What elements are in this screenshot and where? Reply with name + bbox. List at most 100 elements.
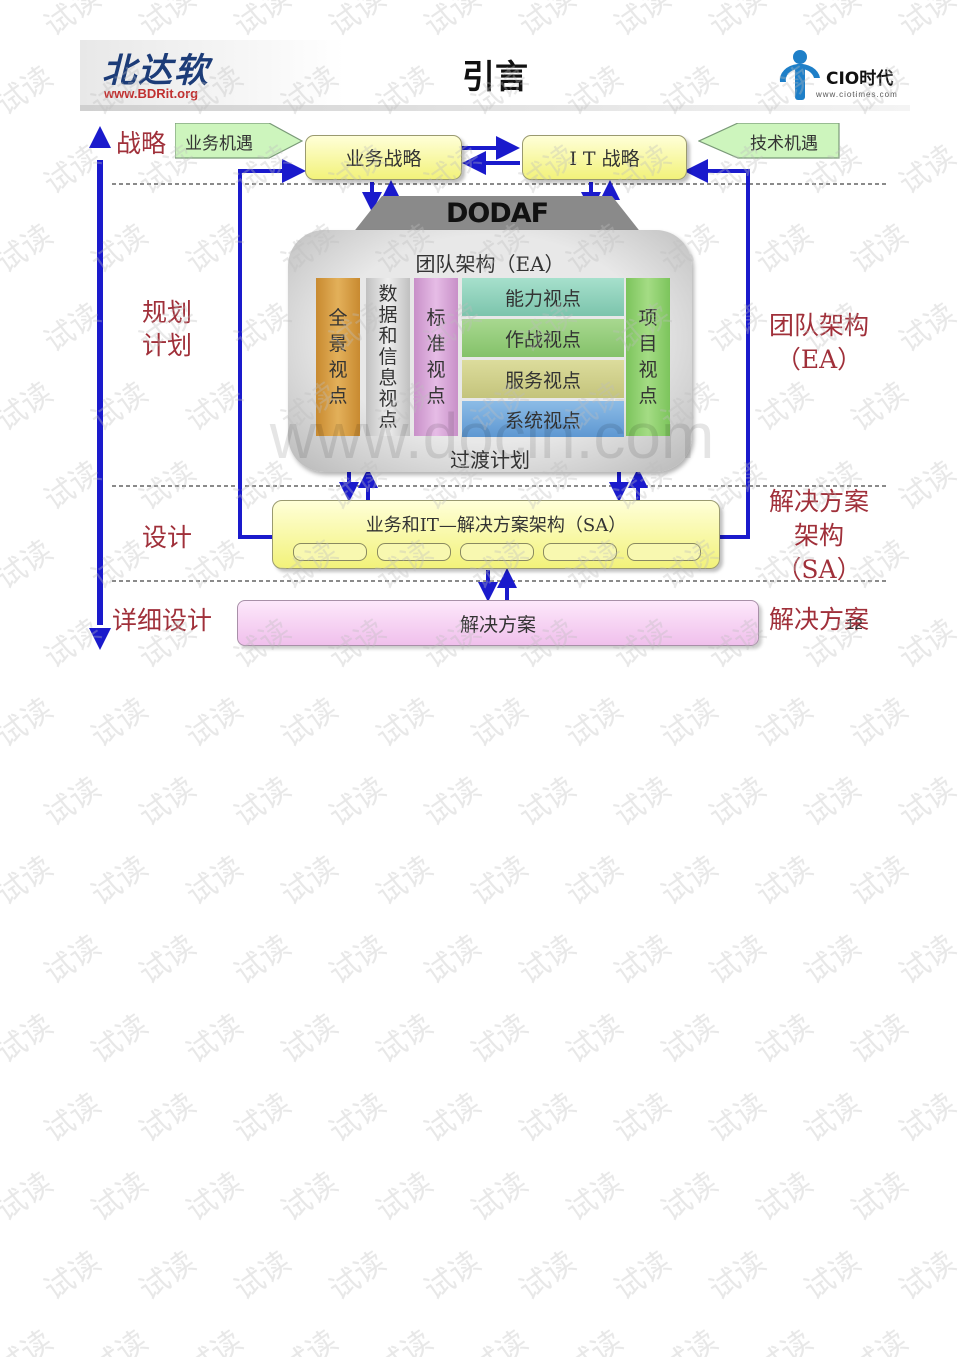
watermark-tile: 试读 <box>418 1087 487 1150</box>
watermark-tile: 试读 <box>608 1087 677 1150</box>
business-opportunity-label: 业务机遇 <box>185 134 253 154</box>
watermark-tile: 试读 <box>750 1166 819 1229</box>
solution-box-label: 解决方案 <box>459 613 536 636</box>
watermark-tile: 试读 <box>560 850 629 913</box>
watermark-tile: 试读 <box>370 692 439 755</box>
watermark-tile: 试读 <box>513 1087 582 1150</box>
logo-left-text: 北达软 <box>102 51 210 91</box>
watermark-tile: 试读 <box>180 850 249 913</box>
watermark-tile: 试读 <box>465 692 534 755</box>
capability-viewpoint: 能力视点 <box>462 278 624 316</box>
watermark-tile: 试读 <box>85 850 154 913</box>
header-logo-right: CIO时代 www.ciotimes.com <box>770 48 910 108</box>
project-viewpoint-label: 项 目 视 点 <box>638 307 658 407</box>
watermark-tile: 试读 <box>560 1324 629 1357</box>
dodaf-banner: DODAF <box>352 196 642 234</box>
watermark-tile: 试读 <box>370 850 439 913</box>
solution-architecture-title: 业务和IT—解决方案架构（SA） <box>365 515 627 536</box>
watermark-tile: 试读 <box>323 1087 392 1150</box>
solution-box: 解决方案 <box>237 600 759 646</box>
watermark-tile: 试读 <box>418 1245 487 1308</box>
standard-viewpoint-label: 标 准 视 点 <box>426 307 446 407</box>
overview-viewpoint-label: 全 景 视 点 <box>328 307 348 407</box>
watermark-tile: 试读 <box>655 1166 724 1229</box>
watermark-tile: 试读 <box>655 1008 724 1071</box>
sa-slot <box>293 543 367 561</box>
ea-title: 团队架构（EA） <box>415 252 565 276</box>
sa-slot <box>377 543 451 561</box>
capability-viewpoint-label: 能力视点 <box>504 287 581 310</box>
watermark-tile: 试读 <box>845 1166 914 1229</box>
watermark-tile: 试读 <box>798 771 867 834</box>
watermark-tile: 试读 <box>655 1324 724 1357</box>
watermark-tile: 试读 <box>323 771 392 834</box>
watermark-tile: 试读 <box>608 771 677 834</box>
right-label-solution: 解决方案 <box>768 605 869 634</box>
business-strategy-label: 业务战略 <box>345 148 422 170</box>
sa-slot <box>627 543 701 561</box>
data-information-viewpoint-label: 数 据 和 信 息 视 点 <box>378 282 398 431</box>
watermark-tile: 试读 <box>703 771 772 834</box>
logo-right-brand: CIO时代 <box>826 69 894 89</box>
watermark-tile: 试读 <box>133 929 202 992</box>
watermark-tile: 试读 <box>513 1245 582 1308</box>
page-number: 12 <box>846 616 863 633</box>
watermark-tile: 试读 <box>560 1166 629 1229</box>
watermark-tile: 试读 <box>275 1166 344 1229</box>
watermark-tile: 试读 <box>228 771 297 834</box>
logo-right-url: www.ciotimes.com <box>816 90 898 99</box>
sa-slot <box>543 543 617 561</box>
watermark-tile: 试读 <box>845 1324 914 1357</box>
watermark-tile: 试读 <box>703 1245 772 1308</box>
watermark-tile: 试读 <box>323 1245 392 1308</box>
business-strategy-box: 业务战略 <box>305 135 462 180</box>
watermark-tile: 试读 <box>655 850 724 913</box>
lane-label-planning: 规划 计划 <box>142 298 193 360</box>
watermark-tile: 试读 <box>38 929 107 992</box>
services-viewpoint: 服务视点 <box>462 360 624 398</box>
watermark-tile: 试读 <box>228 1087 297 1150</box>
watermark-tile: 试读 <box>893 929 960 992</box>
services-viewpoint-label: 服务视点 <box>504 369 581 392</box>
watermark-tile: 试读 <box>38 1087 107 1150</box>
transition-plan: 过渡计划 <box>450 448 530 472</box>
watermark-tile: 试读 <box>750 692 819 755</box>
technology-opportunity-label: 技术机遇 <box>750 134 818 154</box>
watermark-tile: 试读 <box>893 1087 960 1150</box>
watermark-tile: 试读 <box>85 1324 154 1357</box>
lane-label-strategy: 战略 <box>116 129 167 158</box>
technology-opportunity-arrow: 技术机遇 <box>698 123 840 159</box>
watermark-tile: 试读 <box>560 1008 629 1071</box>
watermark-tile: 试读 <box>0 1324 59 1357</box>
watermark-tile: 试读 <box>608 929 677 992</box>
watermark-tile: 试读 <box>465 1008 534 1071</box>
watermark-tile: 试读 <box>703 929 772 992</box>
watermark-tile: 试读 <box>655 692 724 755</box>
it-strategy-label: I T 战略 <box>569 148 640 170</box>
watermark-tile: 试读 <box>370 1324 439 1357</box>
watermark-tile: 试读 <box>133 771 202 834</box>
operational-viewpoint: 作战视点 <box>462 319 624 357</box>
solution-architecture-box: 业务和IT—解决方案架构（SA） <box>272 500 720 569</box>
watermark-tile: 试读 <box>228 1245 297 1308</box>
watermark-tile: 试读 <box>418 929 487 992</box>
watermark-tile: 试读 <box>0 850 59 913</box>
watermark-tile: 试读 <box>513 771 582 834</box>
watermark-tile: 试读 <box>798 929 867 992</box>
watermark-tile: 试读 <box>750 1008 819 1071</box>
watermark-tile: 试读 <box>133 1245 202 1308</box>
watermark-tile: 试读 <box>370 1008 439 1071</box>
project-viewpoint: 项 目 视 点 <box>626 278 670 436</box>
watermark-tile: 试读 <box>893 771 960 834</box>
watermark-tile: 试读 <box>0 1166 59 1229</box>
watermark-tile: 试读 <box>465 1324 534 1357</box>
watermark-tile: 试读 <box>228 929 297 992</box>
cio-logo-icon <box>779 50 820 100</box>
watermark-tile: 试读 <box>0 692 59 755</box>
watermark-tile: 试读 <box>85 692 154 755</box>
watermark-tile: 试读 <box>845 692 914 755</box>
watermark-tile: 试读 <box>275 1324 344 1357</box>
watermark-tile: 试读 <box>85 1166 154 1229</box>
lane-label-design: 设计 <box>142 523 193 552</box>
watermark-tile: 试读 <box>845 850 914 913</box>
